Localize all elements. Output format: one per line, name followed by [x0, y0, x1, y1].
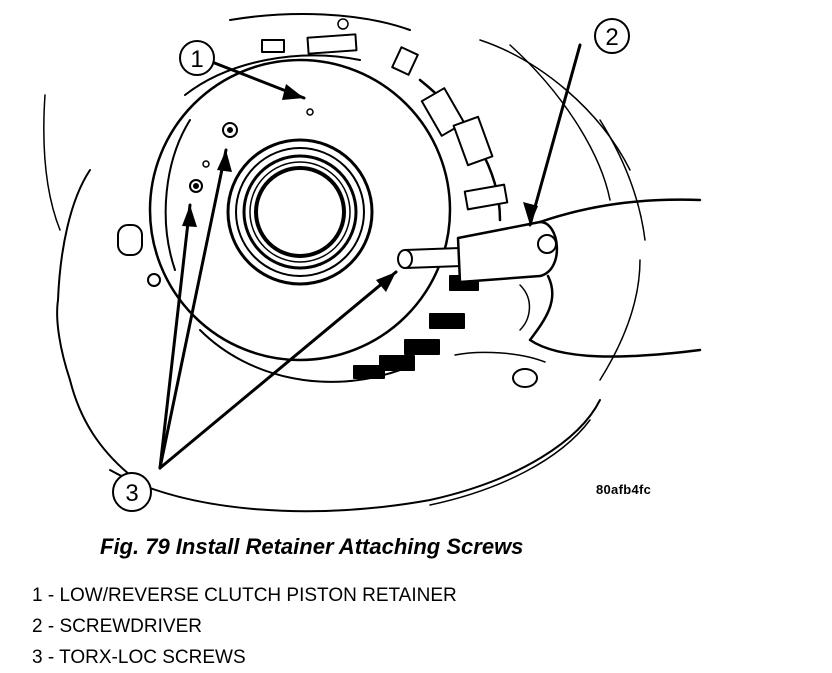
leader-arrows: [158, 43, 582, 470]
clutch-tabs: [261, 33, 509, 379]
legend-item-2: 2 - SCREWDRIVER: [32, 616, 202, 637]
callout-label-3: 3: [125, 480, 138, 507]
screwdriver: [397, 198, 702, 358]
arrowheads: [182, 84, 538, 292]
transmission-case: [43, 13, 646, 513]
legend-item-3: 3 - TORX-LOC SCREWS: [32, 647, 246, 668]
callout-circle-1: [179, 40, 215, 76]
torx-loc-screw-holes: [117, 18, 349, 287]
legend-item-1: 1 - LOW/REVERSE CLUTCH PISTON RETAINER: [32, 585, 457, 606]
center-bore: [226, 138, 374, 286]
figure-caption: Fig. 79 Install Retainer Attaching Screw…: [100, 534, 524, 559]
callout-circle-2: [594, 18, 630, 54]
legend-list: 1 - LOW/REVERSE CLUTCH PISTON RETAINER 2…: [32, 580, 457, 673]
transmission-illustration: 1 2 3: [43, 13, 702, 513]
callout-label-1: 1: [190, 46, 203, 73]
callout-label-2: 2: [605, 24, 618, 51]
callout-circle-3: [112, 472, 152, 512]
image-code: 80afb4fc: [596, 482, 652, 497]
